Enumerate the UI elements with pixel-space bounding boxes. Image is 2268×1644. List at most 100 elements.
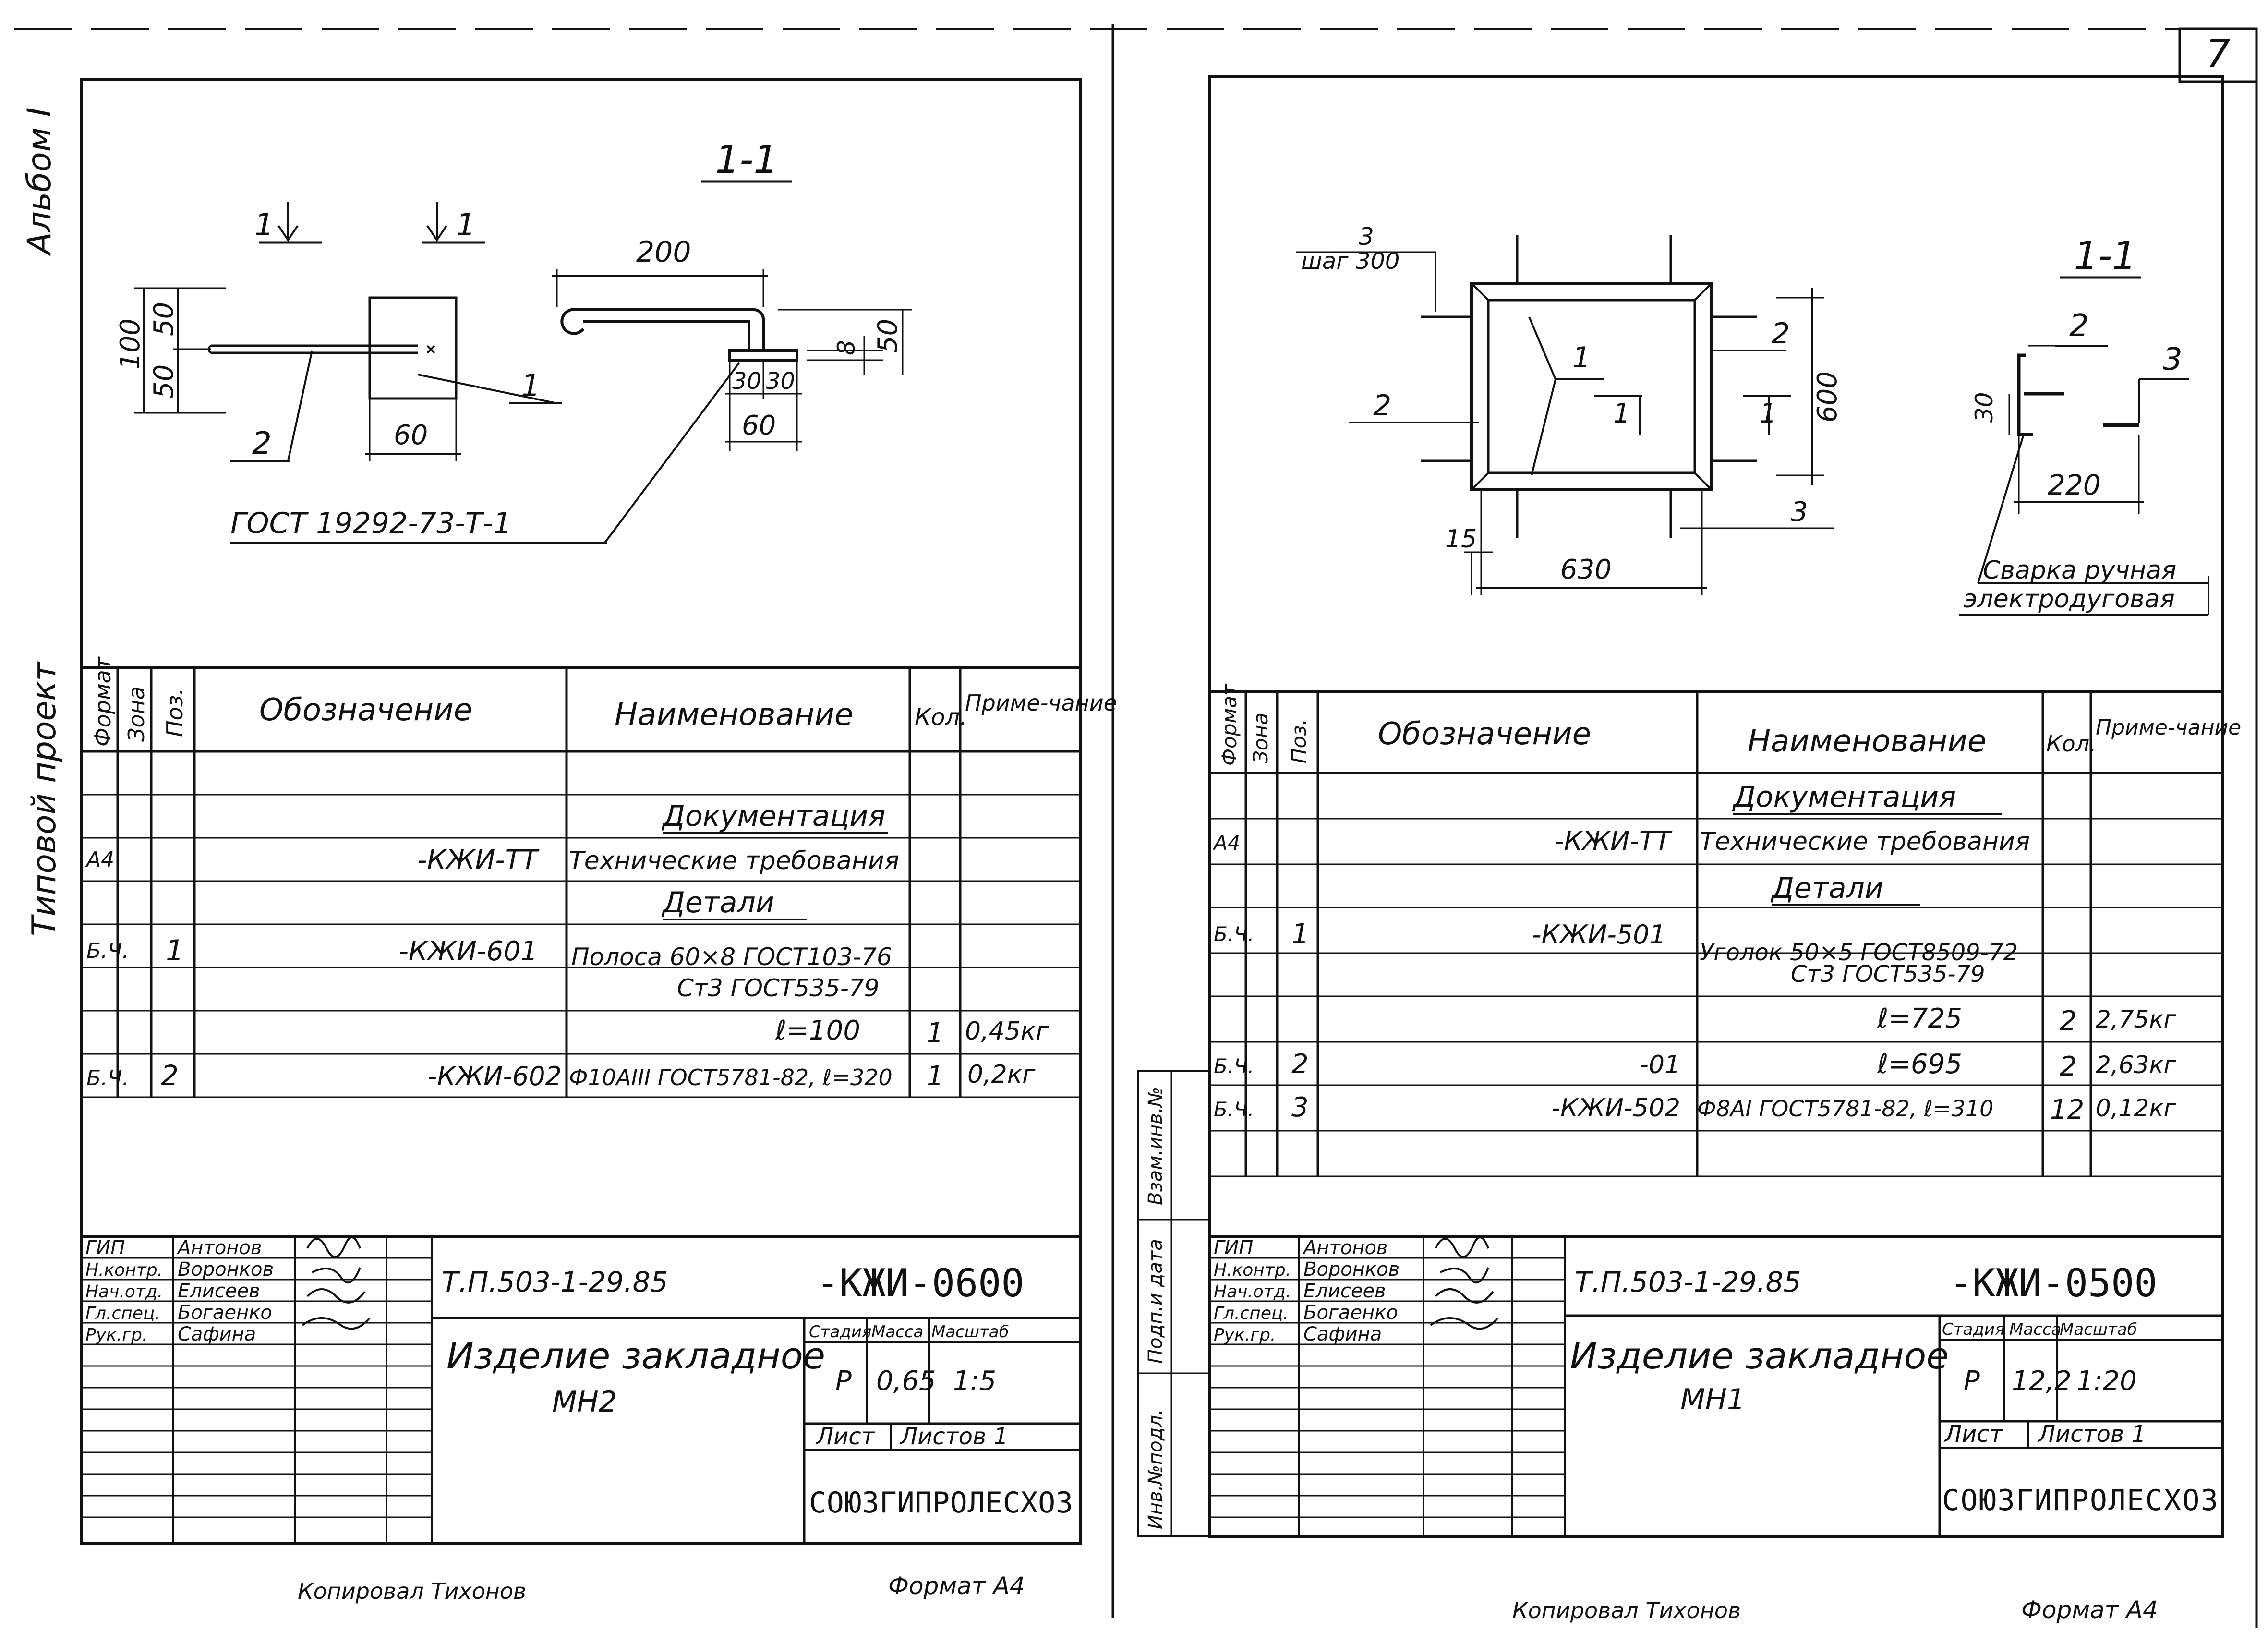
format-label: Формат А4 bbox=[888, 1572, 1025, 1600]
dim-220: 220 bbox=[2048, 469, 2101, 501]
row7-note-r: 0,12кг bbox=[2096, 1094, 2177, 1122]
row6-qty-r: 2 bbox=[2060, 1051, 2077, 1082]
row6-name: Ф10АIII ГОСТ5781-82, ℓ=320 bbox=[569, 1064, 893, 1090]
copied-by-r: Копировал Тихонов bbox=[1512, 1597, 1741, 1623]
sig-role-rukgr-r: Рук.гр. bbox=[1214, 1325, 1276, 1345]
hdr-qty: Кол. bbox=[915, 704, 967, 731]
row6-pos: 2 bbox=[161, 1059, 179, 1092]
stamp-strip: Взам.инв.№ Подп.и дата Инв.№подл. bbox=[1137, 1070, 1211, 1537]
hooked-rod bbox=[560, 308, 765, 351]
callout-2: 2 bbox=[252, 426, 272, 461]
mass-value: 0,65 bbox=[876, 1366, 936, 1397]
hdr-qty-r: Кол. bbox=[2046, 731, 2097, 757]
sig-name-rukgr: Сафина bbox=[178, 1323, 256, 1345]
callout-pos-2-left: 2 bbox=[1373, 389, 1391, 423]
hdr-designation: Обозначение bbox=[259, 692, 472, 728]
dim-30-right: 30 bbox=[766, 368, 795, 395]
angle-section bbox=[2017, 353, 2064, 436]
sheets-label: Листов 1 bbox=[899, 1423, 1008, 1450]
dim-100: 100 bbox=[115, 318, 146, 370]
stage-label-r: Стадия bbox=[1942, 1320, 2004, 1339]
right-frame bbox=[1208, 75, 2224, 1538]
row4-name: Ст3 ГОСТ535-79 bbox=[677, 974, 880, 1002]
project-code-r: Т.П.503-1-29.85 bbox=[1575, 1266, 1801, 1298]
row6-name-r: ℓ=695 bbox=[1877, 1049, 1962, 1080]
row7-qty-r: 12 bbox=[2050, 1094, 2084, 1125]
sig-name-nachotd: Елисеев bbox=[178, 1280, 260, 1302]
dim-60-section: 60 bbox=[742, 410, 776, 441]
row6-qty: 1 bbox=[927, 1061, 944, 1092]
row3-name: Полоса 60×8 ГОСТ103-76 bbox=[571, 943, 892, 971]
row5-name-r: ℓ=725 bbox=[1877, 1003, 1962, 1034]
row5-note: 0,45кг bbox=[965, 1017, 1049, 1046]
right-sheet: Взам.инв.№ Подп.и дата Инв.№подл. 3 bbox=[1137, 75, 2241, 1624]
callout-section-3: 3 bbox=[2163, 342, 2183, 377]
left-drawing: 1-1 1 1 100 50 50 bbox=[115, 137, 912, 544]
sig-name-gip: Антонов bbox=[176, 1237, 262, 1259]
row3-designation-r: -КЖИ-501 bbox=[1532, 919, 1666, 950]
page-number: 7 bbox=[2206, 32, 2231, 76]
row3-designation: -КЖИ-601 bbox=[399, 936, 538, 967]
row1-format-r: А4 bbox=[1212, 831, 1240, 855]
organization-r: СОЮЗГИПРОЛЕСХОЗ bbox=[1942, 1484, 2218, 1517]
hdr-format-r: Формат bbox=[1218, 683, 1241, 766]
row6-pos-r: 2 bbox=[1291, 1049, 1309, 1080]
sig-role-glspec: Гл.спец. bbox=[85, 1304, 160, 1323]
sig-role-ncontr: Н.контр. bbox=[85, 1260, 163, 1280]
row1-format: А4 bbox=[85, 847, 114, 872]
sig-name-gip-r: Антонов bbox=[1302, 1237, 1388, 1259]
row6-designation-r: -01 bbox=[1640, 1051, 1680, 1079]
scale-label: Масштаб bbox=[931, 1322, 1009, 1342]
sheets-label-r: Листов 1 bbox=[2037, 1421, 2146, 1448]
album-label: Альбом I bbox=[21, 107, 59, 256]
hdr-note-r: Приме-чание bbox=[2096, 715, 2241, 740]
stamp-inv-original: Инв.№подл. bbox=[1145, 1409, 1167, 1529]
right-title-block: ГИП Антонов Н.контр. Воронков Нач.отд. Е… bbox=[1210, 1235, 2223, 1536]
sig-role-nachotd-r: Нач.отд. bbox=[1214, 1282, 1291, 1302]
dim-50-side: 50 bbox=[872, 319, 904, 353]
row7-pos-r: 3 bbox=[1291, 1092, 1309, 1123]
sig-role-ncontr-r: Н.контр. bbox=[1214, 1260, 1291, 1280]
scale-value: 1:5 bbox=[953, 1366, 996, 1397]
scale-label-r: Масштаб bbox=[2060, 1320, 2137, 1339]
sig-name-ncontr-r: Воронков bbox=[1303, 1258, 1399, 1281]
section-title: 1-1 bbox=[715, 137, 778, 182]
mass-label-r: Масса bbox=[2009, 1320, 2061, 1339]
row5-qty: 1 bbox=[927, 1017, 944, 1049]
row3-format: Б.Ч. bbox=[86, 939, 129, 963]
left-title-block: ГИП Антонов Н.контр. Воронков Нач.отд. Е… bbox=[82, 1235, 1080, 1544]
dim-3: 3 bbox=[1791, 496, 1808, 528]
row-details: Детали bbox=[661, 886, 774, 919]
row1-designation: -КЖИ-ТТ bbox=[417, 845, 540, 876]
title-line-1: Изделие закладное bbox=[446, 1334, 825, 1377]
left-frame bbox=[80, 78, 1082, 1545]
callout-pos-2-right: 2 bbox=[1772, 317, 1790, 351]
row-documentation: Документация bbox=[661, 799, 885, 833]
row3-format-r: Б.Ч. bbox=[1214, 922, 1254, 946]
row7-designation-r: -КЖИ-502 bbox=[1551, 1094, 1680, 1123]
title-line-2: МН2 bbox=[552, 1385, 617, 1419]
dim-pitch-count: 3 bbox=[1359, 223, 1374, 251]
callout-pos-1: 1 bbox=[1572, 341, 1591, 375]
hdr-designation-r: Обозначение bbox=[1378, 716, 1591, 752]
hdr-zone: Зона bbox=[123, 686, 149, 742]
row-documentation-r: Документация bbox=[1732, 780, 1956, 814]
title-line-1-r: Изделие закладное bbox=[1570, 1334, 1949, 1377]
project-code: Т.П.503-1-29.85 bbox=[442, 1266, 668, 1298]
row3-name-r: Уголок 50×5 ГОСТ8509-72 bbox=[1700, 939, 2018, 966]
hdr-name-r: Наименование bbox=[1748, 724, 1986, 759]
right-spec-table: Формат Зона Поз. Обозначение Наименовани… bbox=[1210, 683, 2241, 1177]
scale-value-r: 1:20 bbox=[2076, 1366, 2137, 1397]
sheet-label-r: Лист bbox=[1943, 1421, 2004, 1448]
sheet-label: Лист bbox=[815, 1423, 876, 1450]
dim-30-left: 30 bbox=[732, 368, 761, 395]
section-mark-right: 1 bbox=[456, 207, 476, 243]
row4-name-r: Ст3 ГОСТ535-79 bbox=[1791, 961, 1985, 988]
dim-15: 15 bbox=[1445, 525, 1477, 554]
dim-50-bottom: 50 bbox=[148, 364, 180, 399]
frame-inner bbox=[1487, 299, 1696, 474]
row6-format-r: Б.Ч. bbox=[1214, 1054, 1254, 1078]
row5-name: ℓ=100 bbox=[775, 1015, 860, 1046]
sig-name-glspec-r: Богаенко bbox=[1303, 1302, 1398, 1324]
row6-format: Б.Ч. bbox=[86, 1066, 129, 1090]
